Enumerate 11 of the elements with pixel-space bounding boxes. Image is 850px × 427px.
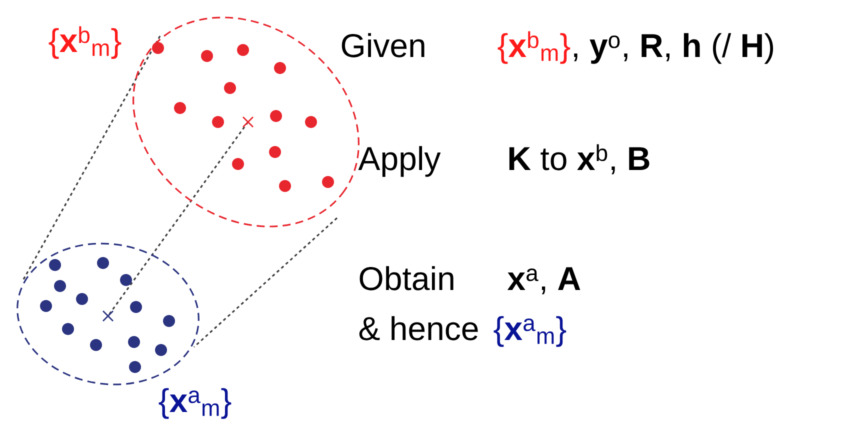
step-label: Given bbox=[342, 33, 424, 58]
set-label: {x$^{b}$$_{m}$} bbox=[498, 31, 570, 64]
step-label: Obtain bbox=[360, 266, 454, 290]
set-label: {x$^{a}$$_{m}$} bbox=[158, 388, 232, 419]
step-label: Apply bbox=[358, 146, 441, 177]
formula-text: K to x$^{b}$, B bbox=[509, 144, 650, 174]
set-label: {x$^{b}$$_{m}$} bbox=[48, 26, 122, 59]
step-label: & hence bbox=[359, 316, 478, 340]
set-label: {x$^{a}$$_{m}$} bbox=[494, 316, 566, 347]
formula-text: x$^{a}$, A bbox=[507, 267, 580, 294]
formula-text: , y$^{o}$, R, h (/ H) bbox=[574, 33, 774, 64]
